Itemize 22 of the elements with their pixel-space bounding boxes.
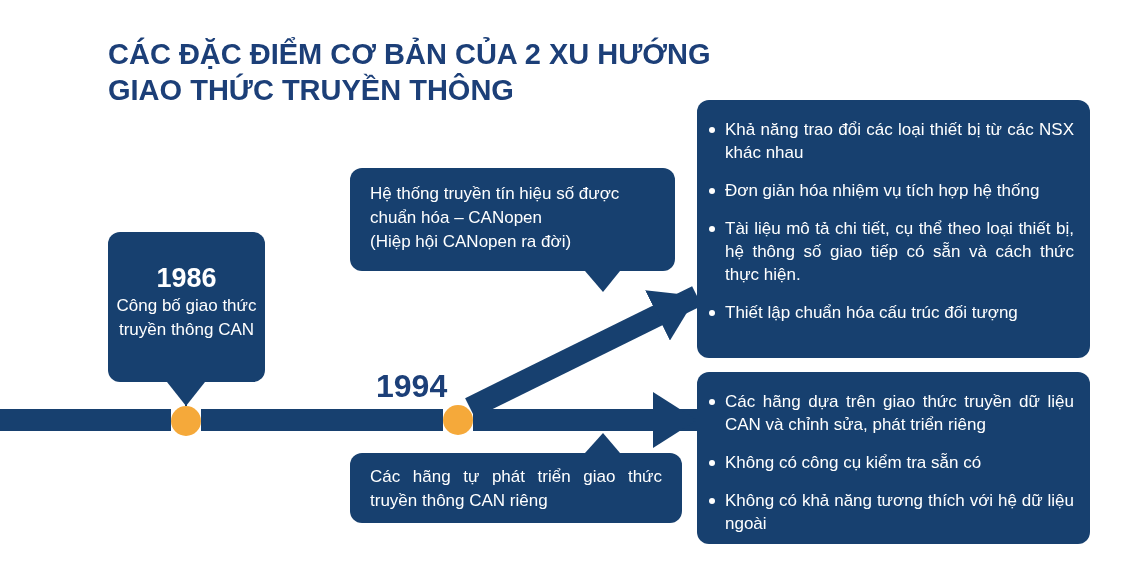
bullet-text: Thiết lập chuẩn hóa cấu trúc đối tượng [725, 303, 1018, 322]
description: Các hãng tự phát triển giao thức truyền thông CAN riêng [370, 466, 662, 512]
description: Công bố giao thức truyền thông CAN [116, 295, 257, 341]
callout-box [350, 168, 675, 271]
bullet-text: Tài liệu mô tả chi tiết, cụ thể theo loại thiết bị, hệ thông số giao tiếp có sẵn và cách thức thực hiện. [725, 219, 1074, 284]
callout-box [108, 232, 265, 382]
callout-pointer [167, 380, 205, 407]
info-panel [697, 372, 1090, 544]
info-panel [697, 100, 1090, 358]
description: (Hiệp hội CANopen ra đời) [370, 231, 573, 253]
timeline-dot [443, 405, 473, 435]
bullet-text: Khả năng trao đổi các loại thiết bị từ các NSX khác nhau [725, 120, 1074, 162]
description: Hệ thống truyền tín hiệu số được chuẩn hóa – CANopen [370, 183, 621, 229]
year-label: 1994 [376, 368, 448, 405]
bullet-text: Không có công cụ kiểm tra sẵn có [725, 453, 982, 472]
year-label: 1986 [155, 262, 218, 294]
timeline-arrow [473, 392, 697, 448]
title: CÁC ĐẶC ĐIỂM CƠ BẢN CỦA 2 XU HƯỚNG GIAO THỨC TRUYỀN THÔNG [108, 36, 712, 108]
bullet-text: Không có khả năng tương thích với hệ dữ liệu ngoài [725, 491, 1074, 533]
timeline-dot [171, 406, 201, 436]
bullet-text: Đơn giản hóa nhiệm vụ tích hợp hệ thống [725, 181, 1040, 200]
bullet-text: Các hãng dựa trên giao thức truyền dữ liệu CAN và chỉnh sửa, phát triển riêng [725, 392, 1074, 434]
